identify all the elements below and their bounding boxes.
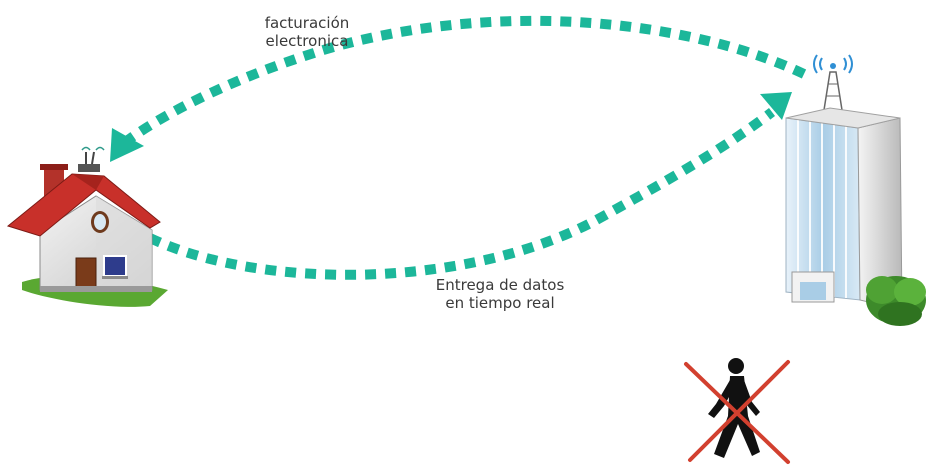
- arrowhead-to-house: [110, 128, 144, 162]
- red-cross-icon: [684, 360, 790, 464]
- antenna-tower-icon: [813, 54, 853, 111]
- bush-icon: [866, 276, 926, 326]
- label-billing-line-2: electronica: [265, 32, 349, 50]
- label-realtime-line-1: Entrega de datos: [435, 276, 565, 294]
- label-billing: facturación electronica: [252, 14, 362, 50]
- prohibited-person-icon: [684, 358, 790, 464]
- arrow-realtime-data: [147, 92, 792, 280]
- arrow-billing: [110, 15, 807, 162]
- building-icon: [785, 54, 926, 326]
- label-realtime-line-2: en tiempo real: [445, 294, 555, 312]
- house-icon: [6, 146, 168, 307]
- arrowhead-to-building: [760, 92, 792, 120]
- label-billing-line-1: facturación: [264, 14, 350, 32]
- walking-person-icon: [708, 358, 760, 458]
- label-realtime: Entrega de datos en tiempo real: [420, 276, 580, 312]
